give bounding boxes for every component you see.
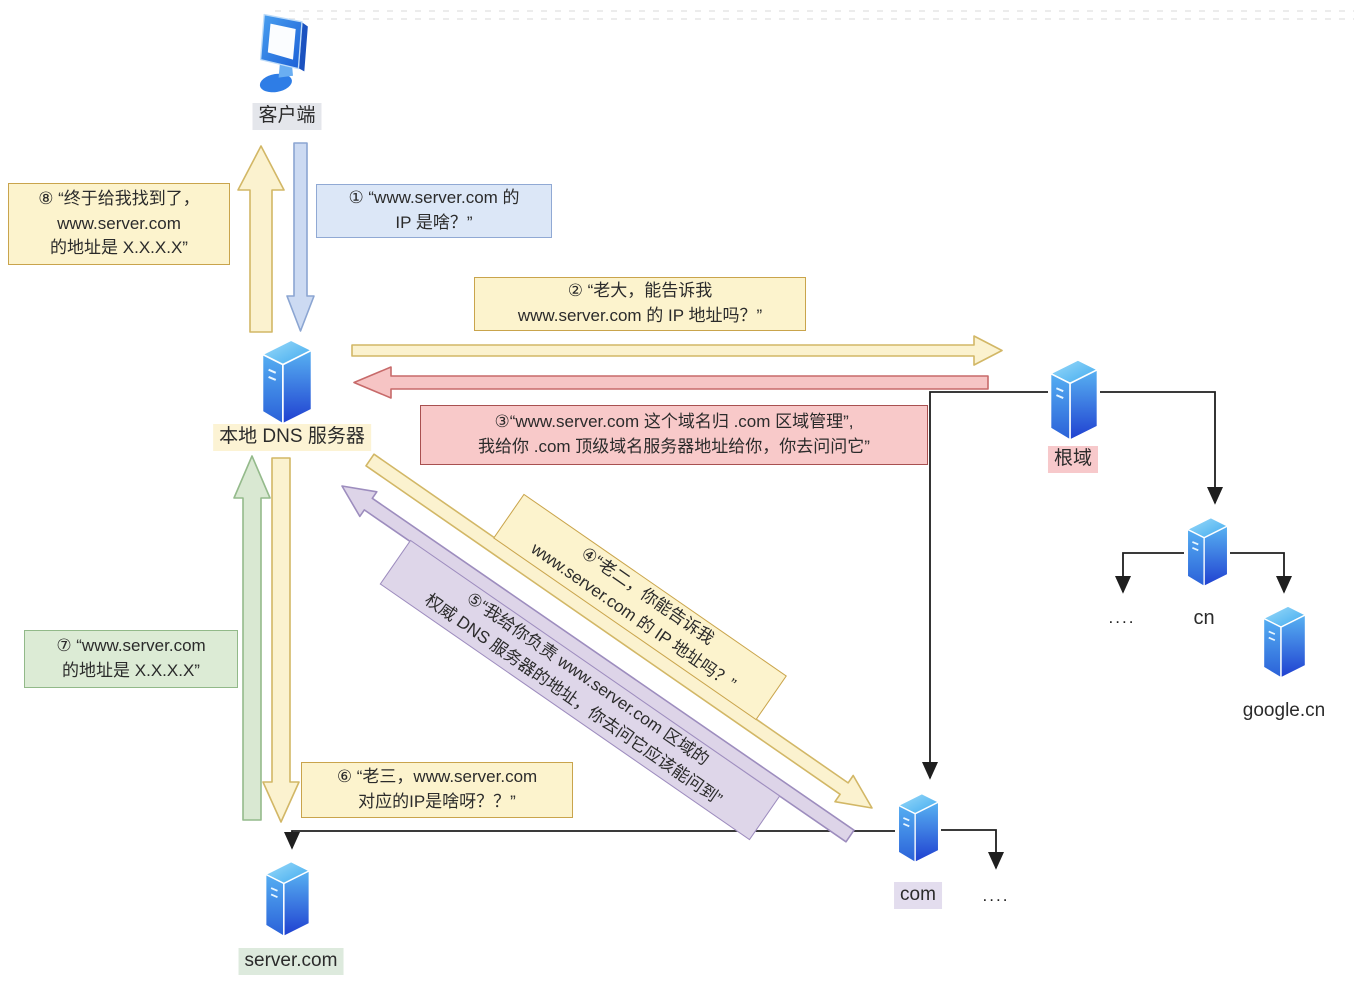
msg-step2: ② “老大，能告诉我 www.server.com 的 IP 地址吗？” [474, 277, 806, 331]
connector-com-to-servercom [283, 830, 895, 850]
msg-step3: ③“www.server.com 这个域名归 .com 区域管理”, 我给你 .… [420, 405, 928, 465]
connector-cn-to-googlecn [1230, 552, 1293, 594]
com-server-icon [895, 790, 942, 866]
arrow-step8-up-yellow [237, 145, 285, 333]
arrow-step7-up-green [233, 455, 271, 821]
root-server-icon [1046, 356, 1102, 444]
local-dns-server-icon [258, 336, 316, 428]
googlecn-server-icon [1260, 602, 1309, 682]
cn-sibling-ellipsis: .... [1108, 608, 1136, 627]
client-monitor-icon [248, 8, 320, 104]
servercom-label: server.com [238, 948, 344, 975]
arrow-step1-down-blue [286, 142, 315, 332]
msg-step1: ① “www.server.com 的 IP 是啥？” [316, 184, 552, 238]
connector-cn-to-ellipsis [1114, 552, 1184, 594]
arrow-step6-down-yellow [262, 457, 300, 823]
arrow-step2-right-yellow [351, 335, 1003, 366]
cn-server-icon [1184, 514, 1231, 590]
local-dns-label: 本地 DNS 服务器 [213, 424, 371, 451]
msg-step8: ⑧ “终于给我找到了， www.server.com 的地址是 X.X.X.X” [8, 183, 230, 265]
arrow-step3-left-red [353, 366, 989, 399]
client-label: 客户端 [252, 103, 322, 130]
arrow-step4-diagonal-yellow [365, 453, 873, 809]
googlecn-label: google.cn [1242, 700, 1326, 721]
cn-label: cn [1193, 607, 1215, 629]
com-sibling-ellipsis: .... [982, 886, 1010, 905]
msg-step6: ⑥ “老三，www.server.com 对应的IP是啥呀？？” [301, 762, 573, 818]
watermark-dashes [275, 10, 1354, 12]
root-label: 根域 [1047, 446, 1099, 473]
connector-root-to-cn [1100, 391, 1224, 505]
servercom-server-icon [262, 858, 313, 940]
connector-com-to-ellipsis [941, 829, 1005, 870]
msg-step7: ⑦ “www.server.com 的地址是 X.X.X.X” [24, 630, 238, 688]
connector-root-to-com [921, 391, 1048, 780]
watermark-dashes [275, 18, 1354, 20]
com-label: com [894, 882, 942, 909]
